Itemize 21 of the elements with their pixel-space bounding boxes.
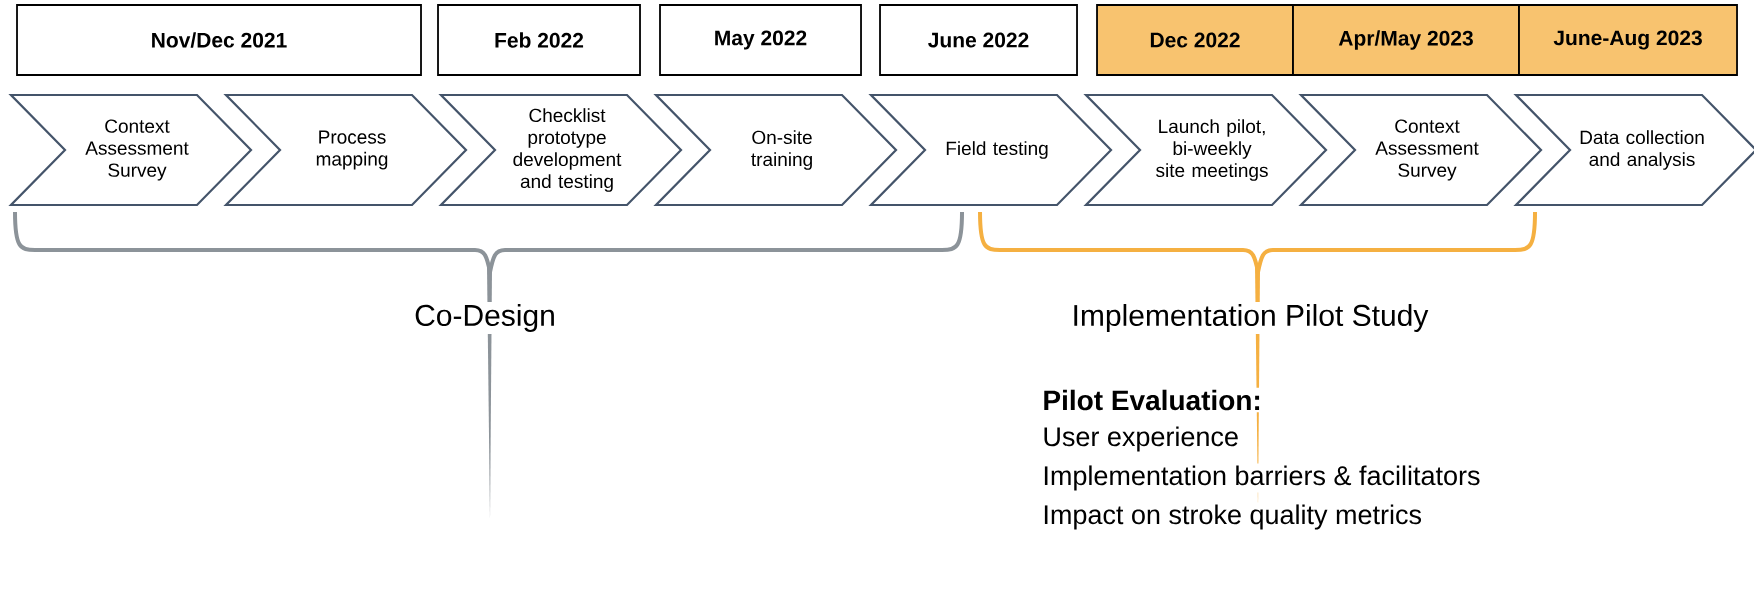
date-box: Apr/May 2023 — [1292, 4, 1520, 76]
date-box: Feb 2022 — [437, 4, 641, 76]
date-box: May 2022 — [659, 4, 862, 76]
list-item: Impact on stroke quality metrics — [1040, 502, 1425, 532]
phase-label: Co-Design — [412, 302, 558, 334]
process-step: Data collection and analysis — [1513, 93, 1754, 207]
phase-label: Implementation Pilot Study — [1069, 302, 1431, 334]
date-box: Nov/Dec 2021 — [16, 4, 422, 76]
date-box: Dec 2022 — [1096, 4, 1294, 76]
list-item: Implementation barriers & facilitators — [1040, 463, 1483, 493]
process-step: Context Assessment Survey — [8, 93, 253, 207]
process-step: On-site training — [653, 93, 898, 207]
process-step: Process mapping — [223, 93, 468, 207]
process-step: Context Assessment Survey — [1298, 93, 1543, 207]
date-box: June-Aug 2023 — [1518, 4, 1738, 76]
heading: Pilot Evaluation: — [1040, 387, 1264, 413]
process-step: Checklist prototype development and testing — [438, 93, 683, 207]
process-step: Launch pilot, bi-weekly site meetings — [1083, 93, 1328, 207]
process-step: Field testing — [868, 93, 1113, 207]
date-box: June 2022 — [879, 4, 1078, 76]
list-item: User experience — [1040, 424, 1241, 454]
